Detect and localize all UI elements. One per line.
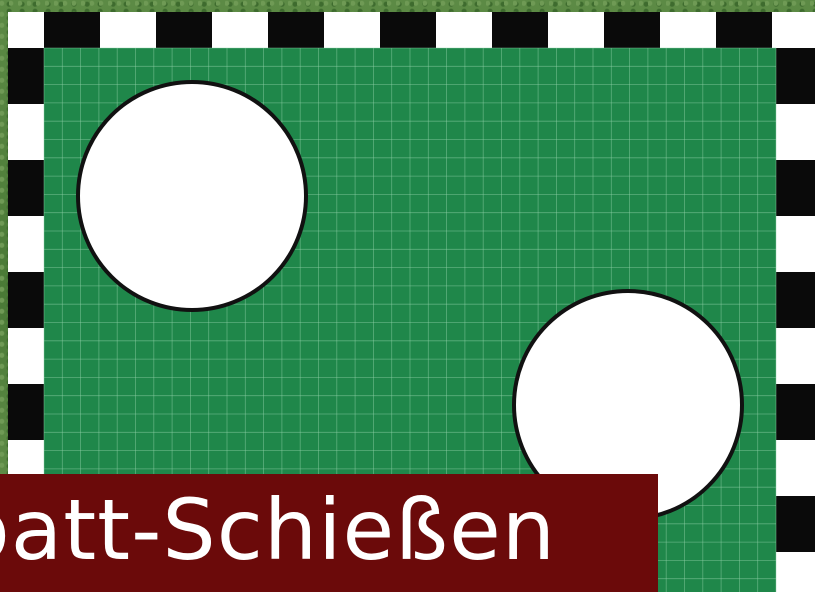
border-square [776, 384, 815, 440]
border-square [776, 48, 815, 104]
border-square [8, 160, 44, 216]
border-square [492, 12, 548, 48]
border-square [716, 12, 772, 48]
border-square [268, 12, 324, 48]
border-square [8, 384, 44, 440]
border-square [776, 272, 815, 328]
border-square [380, 12, 436, 48]
border-square [776, 160, 815, 216]
border-square [156, 12, 212, 48]
border-square [604, 12, 660, 48]
game-title: batt-Schießen [0, 488, 556, 572]
title-banner: batt-Schießen [0, 474, 658, 592]
border-square [44, 12, 100, 48]
border-square [8, 272, 44, 328]
target-circle-upper-left[interactable] [78, 82, 306, 310]
border-square [8, 48, 44, 104]
border-square [776, 496, 815, 552]
